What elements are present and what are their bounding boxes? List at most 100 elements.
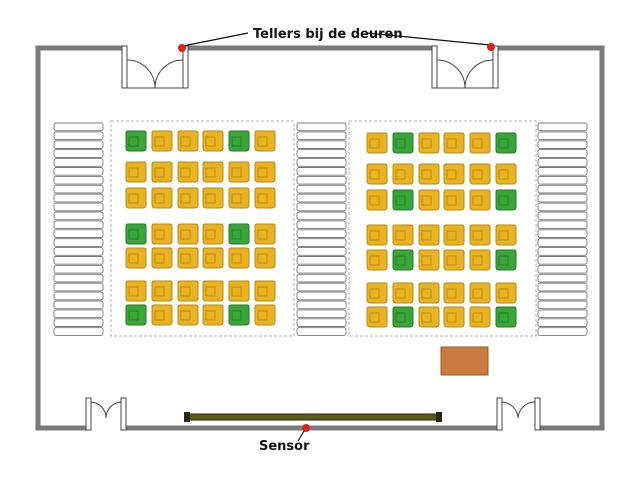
seat-empty (495, 224, 517, 246)
bench (537, 202, 588, 212)
bench (537, 309, 588, 319)
seat-empty (151, 223, 173, 245)
bench (296, 309, 347, 319)
seat-empty (418, 163, 440, 185)
seat-empty (254, 161, 276, 183)
seat-empty (177, 187, 199, 209)
bench (296, 229, 347, 238)
bench (537, 291, 588, 301)
seat-occupied (228, 304, 250, 326)
seat-occupied (495, 132, 517, 154)
bench (53, 167, 104, 176)
seat-empty (443, 224, 465, 246)
seat-empty (151, 187, 173, 209)
seat-empty (254, 223, 276, 245)
seat-empty (202, 187, 224, 209)
seat-empty (202, 130, 224, 152)
bench (53, 273, 104, 283)
bench (537, 318, 588, 327)
door-top-left (121, 45, 189, 89)
seat-empty (177, 223, 199, 245)
seat-occupied (392, 189, 414, 211)
seat-empty (254, 130, 276, 152)
seat-occupied (125, 130, 147, 152)
bench (296, 184, 347, 194)
seat-empty (366, 249, 388, 271)
bench (537, 167, 588, 176)
bench (537, 273, 588, 283)
bench (537, 256, 588, 265)
bench (53, 122, 104, 132)
bench (53, 327, 104, 336)
counter-leader-left (182, 32, 249, 47)
teacher-table (440, 346, 489, 376)
seat-empty (366, 282, 388, 304)
bench (53, 300, 104, 310)
bench (537, 282, 588, 292)
seat-empty (469, 163, 491, 185)
seat-empty (177, 247, 199, 269)
bench (53, 256, 104, 265)
seat-occupied (125, 304, 147, 326)
bench (296, 291, 347, 301)
bench (53, 229, 104, 238)
seat-empty (469, 306, 491, 328)
seat-empty (443, 282, 465, 304)
seat-empty (202, 247, 224, 269)
seat-empty (125, 280, 147, 302)
door-bottom-right (496, 397, 541, 431)
bench (53, 309, 104, 319)
seat-empty (254, 187, 276, 209)
seat-empty (469, 249, 491, 271)
bench (537, 131, 588, 141)
bench (296, 158, 347, 167)
seat-empty (228, 187, 250, 209)
bench (537, 229, 588, 238)
bench (53, 282, 104, 292)
seat-empty (392, 224, 414, 246)
bench (537, 264, 588, 274)
bench (53, 211, 104, 221)
bench (296, 300, 347, 310)
seat-empty (125, 161, 147, 183)
bench (537, 300, 588, 310)
bench (537, 211, 588, 221)
bench (296, 211, 347, 221)
seat-empty (495, 163, 517, 185)
seat-empty (469, 224, 491, 246)
seat-occupied (495, 306, 517, 328)
bench (296, 318, 347, 327)
board-rail (184, 412, 442, 422)
bench (296, 167, 347, 176)
bench (53, 175, 104, 185)
seat-empty (125, 187, 147, 209)
counter-dot-left (178, 44, 186, 52)
sensor-label: Sensor (259, 439, 310, 454)
bench (53, 131, 104, 141)
seat-occupied (228, 130, 250, 152)
bench (53, 220, 104, 230)
seat-empty (418, 282, 440, 304)
seat-occupied (228, 223, 250, 245)
seating-zone-left (110, 120, 295, 337)
seat-empty (177, 130, 199, 152)
bench (537, 193, 588, 203)
bench (53, 247, 104, 256)
door-top-right (431, 45, 499, 89)
seat-empty (469, 132, 491, 154)
bench (296, 247, 347, 256)
seats (125, 130, 517, 328)
bench (296, 256, 347, 265)
seat-occupied (495, 249, 517, 271)
counter-leader-right (366, 32, 491, 46)
bench (296, 238, 347, 247)
seat-empty (418, 189, 440, 211)
seat-empty (418, 132, 440, 154)
seat-empty (151, 304, 173, 326)
seat-empty (392, 282, 414, 304)
seat-empty (366, 189, 388, 211)
bench (296, 202, 347, 212)
seat-empty (366, 306, 388, 328)
bench (537, 122, 588, 132)
bench (537, 327, 588, 336)
